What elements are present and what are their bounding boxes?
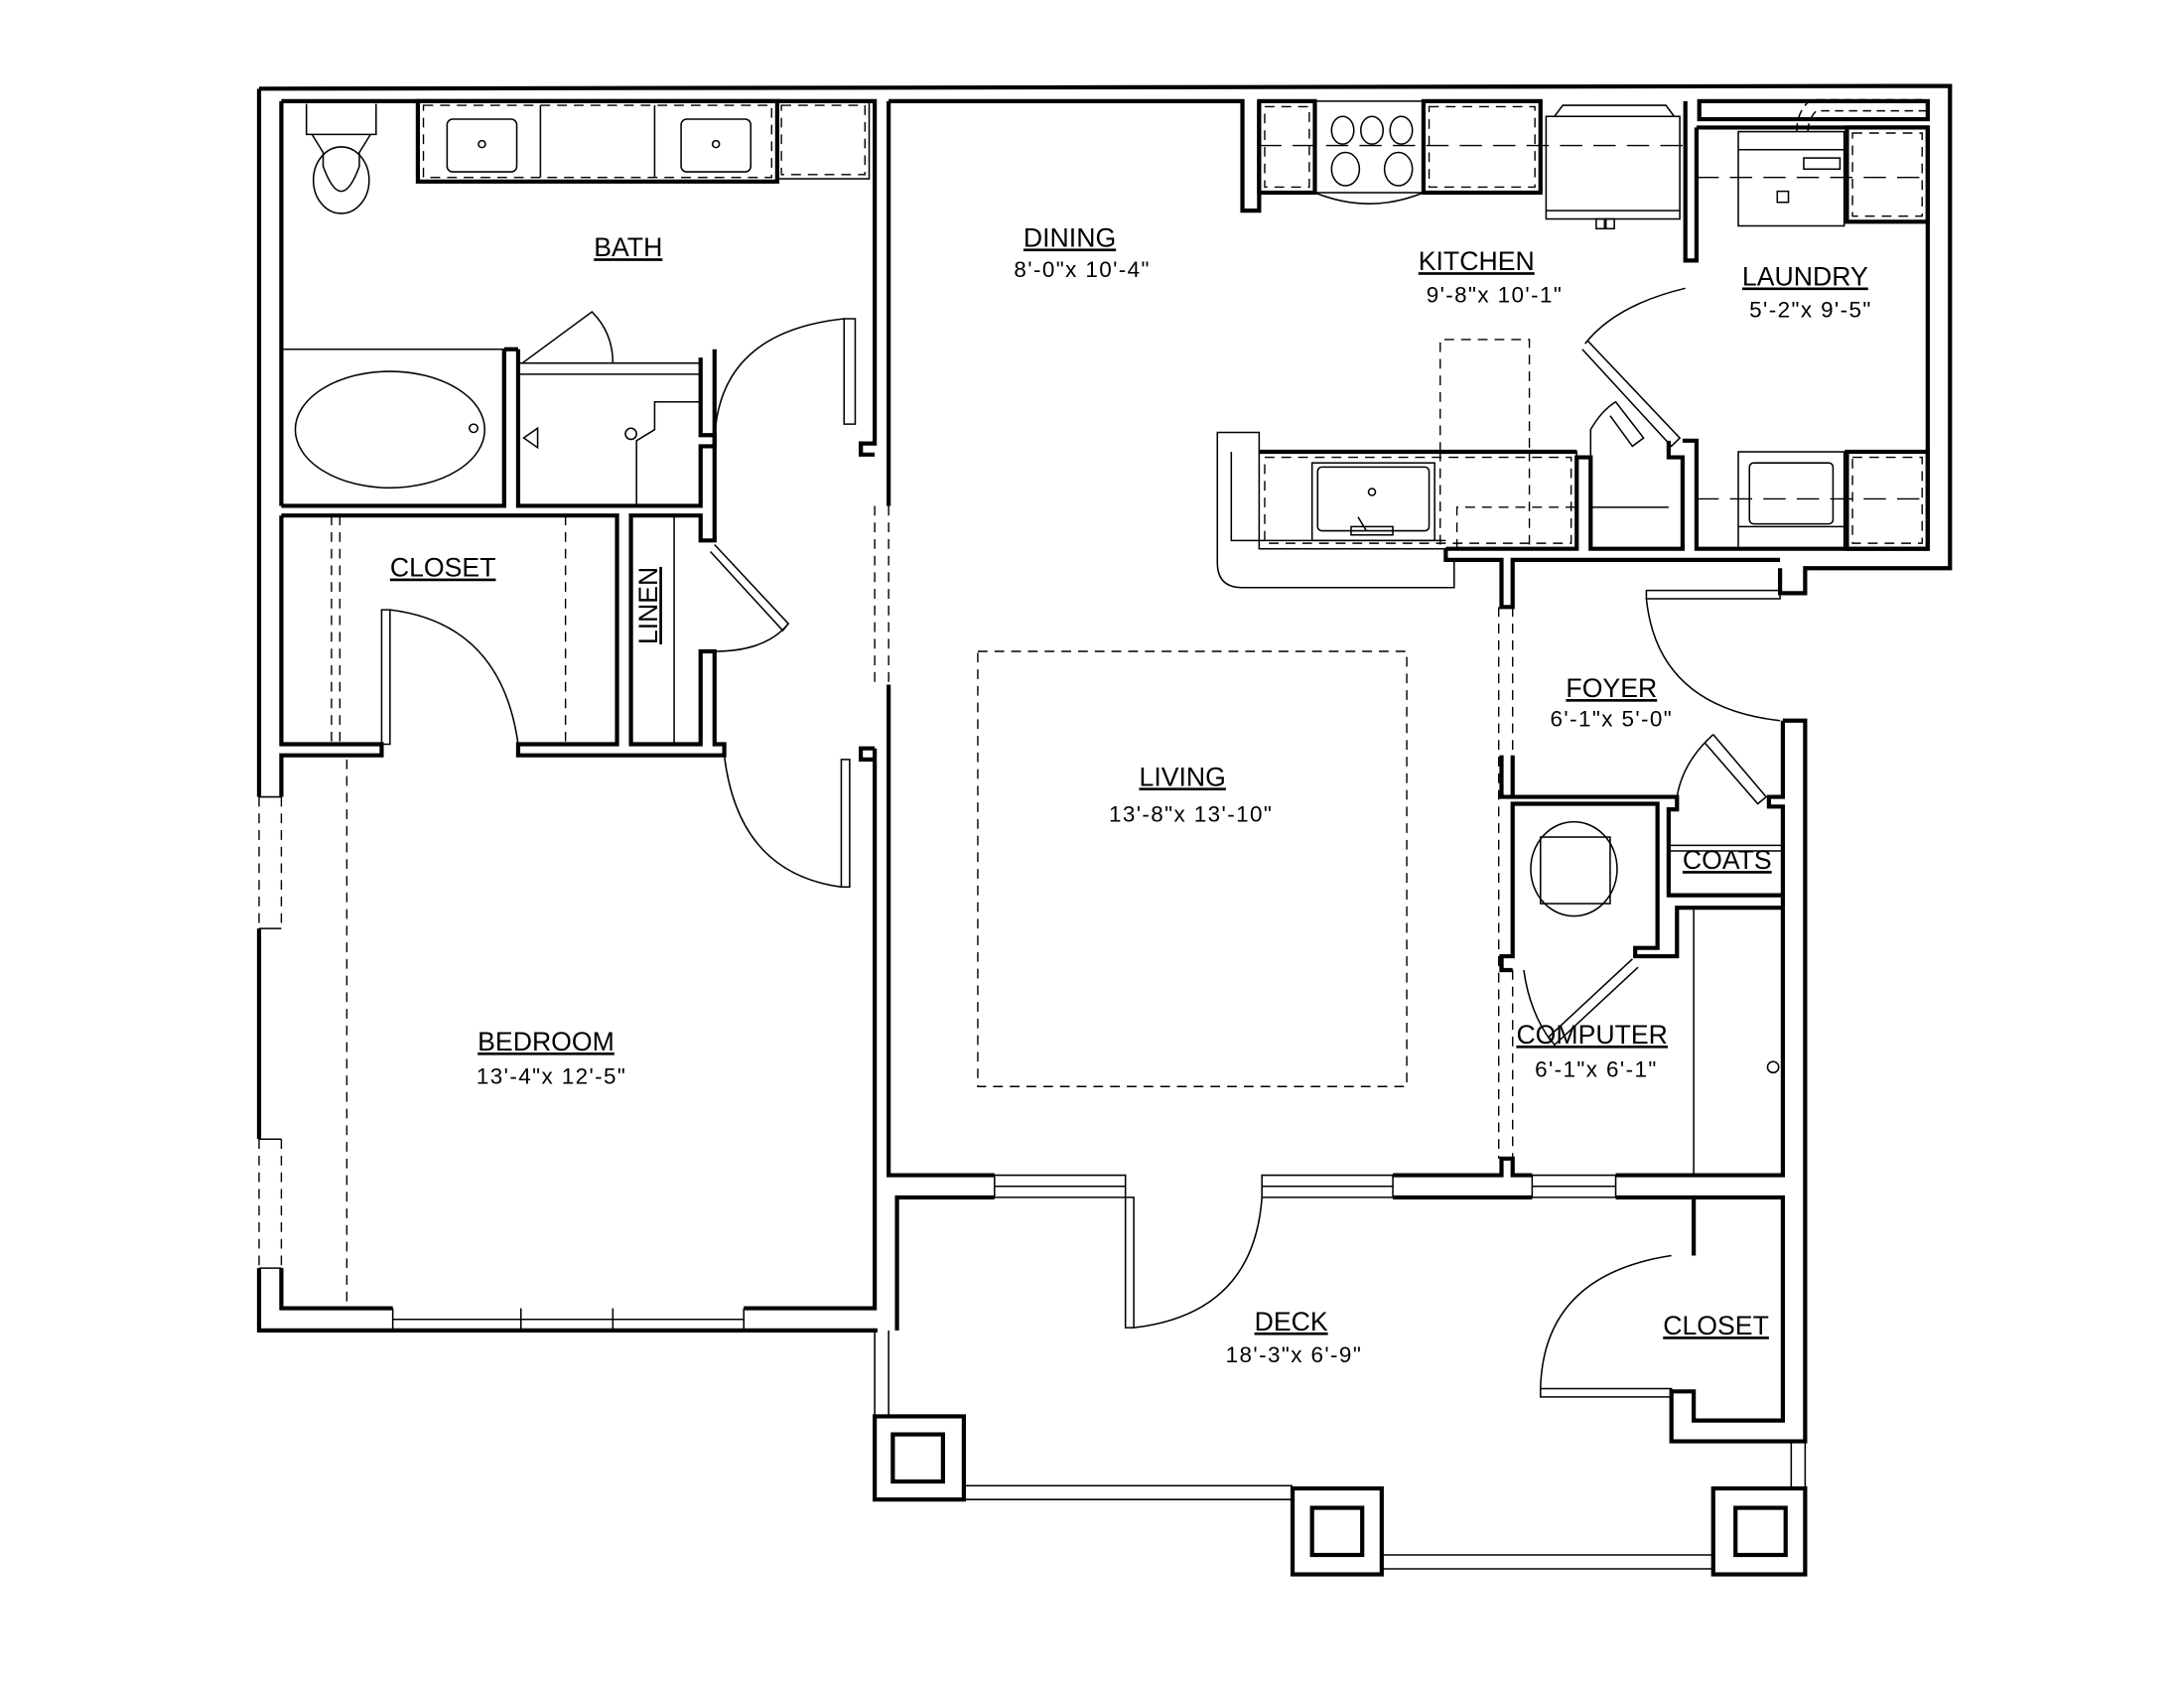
- column-post: [873, 1414, 967, 1502]
- deck: [873, 1196, 1808, 1577]
- bathtub-icon: [294, 370, 486, 490]
- room-size-deck: 18'-3"x 6'-9": [1226, 1342, 1363, 1367]
- column-post: [1710, 1485, 1808, 1577]
- dryer-icon: [1737, 451, 1845, 550]
- room-label-dining: DINING: [1024, 223, 1116, 253]
- room-size-kitchen: 9'-8"x 10'-1": [1427, 282, 1564, 307]
- room-label-kitchen: KITCHEN: [1419, 246, 1535, 276]
- laundry: [1696, 98, 1930, 551]
- kitchen: [1216, 98, 1686, 589]
- room-label-deck: DECK: [1255, 1307, 1328, 1336]
- refrigerator-icon: [1545, 104, 1681, 230]
- exterior-walls: [256, 83, 1953, 1444]
- shower-valve-icon: [522, 426, 539, 450]
- room-label-linen: LINEN: [633, 567, 663, 644]
- room-size-dining: 8'-0"x 10'-4": [1014, 257, 1151, 282]
- room-label-closet-deck: CLOSET: [1663, 1311, 1769, 1340]
- sink-icon: [680, 118, 752, 173]
- room-labels: BATH CLOSET LINEN BEDROOM 13'-4"x 12'-5"…: [390, 223, 1872, 1367]
- room-size-living: 13'-8"x 13'-10": [1109, 802, 1273, 827]
- door-knob-icon: [1766, 1060, 1780, 1074]
- room-size-laundry: 5'-2"x 9'-5": [1749, 298, 1872, 323]
- room-label-computer: COMPUTER: [1516, 1020, 1667, 1050]
- room-label-closet: CLOSET: [390, 553, 496, 583]
- foyer-computer: [1499, 589, 1783, 1176]
- washer-icon: [1737, 98, 1928, 227]
- room-size-bedroom: 13'-4"x 12'-5": [477, 1064, 626, 1089]
- room-label-laundry: LAUNDRY: [1742, 262, 1868, 292]
- closet-linen: [279, 349, 851, 1309]
- room-label-foyer: FOYER: [1566, 673, 1657, 703]
- room-label-coats: COATS: [1683, 845, 1772, 875]
- room-label-living: LIVING: [1140, 762, 1226, 791]
- area-rug: [977, 650, 1408, 1087]
- sink-icon: [446, 118, 518, 173]
- room-label-bath: BATH: [594, 232, 662, 262]
- room-size-computer: 6'-1"x 6'-1": [1535, 1057, 1658, 1082]
- range-icon: [1313, 100, 1425, 194]
- chair-icon: [1530, 820, 1618, 917]
- room-size-foyer: 6'-1"x 5'-0": [1551, 706, 1674, 731]
- bath: [281, 98, 871, 508]
- column-post: [1290, 1485, 1384, 1577]
- toilet-icon: [305, 103, 377, 214]
- room-label-bedroom: BEDROOM: [478, 1027, 614, 1056]
- kitchen-sink-icon: [1310, 462, 1435, 542]
